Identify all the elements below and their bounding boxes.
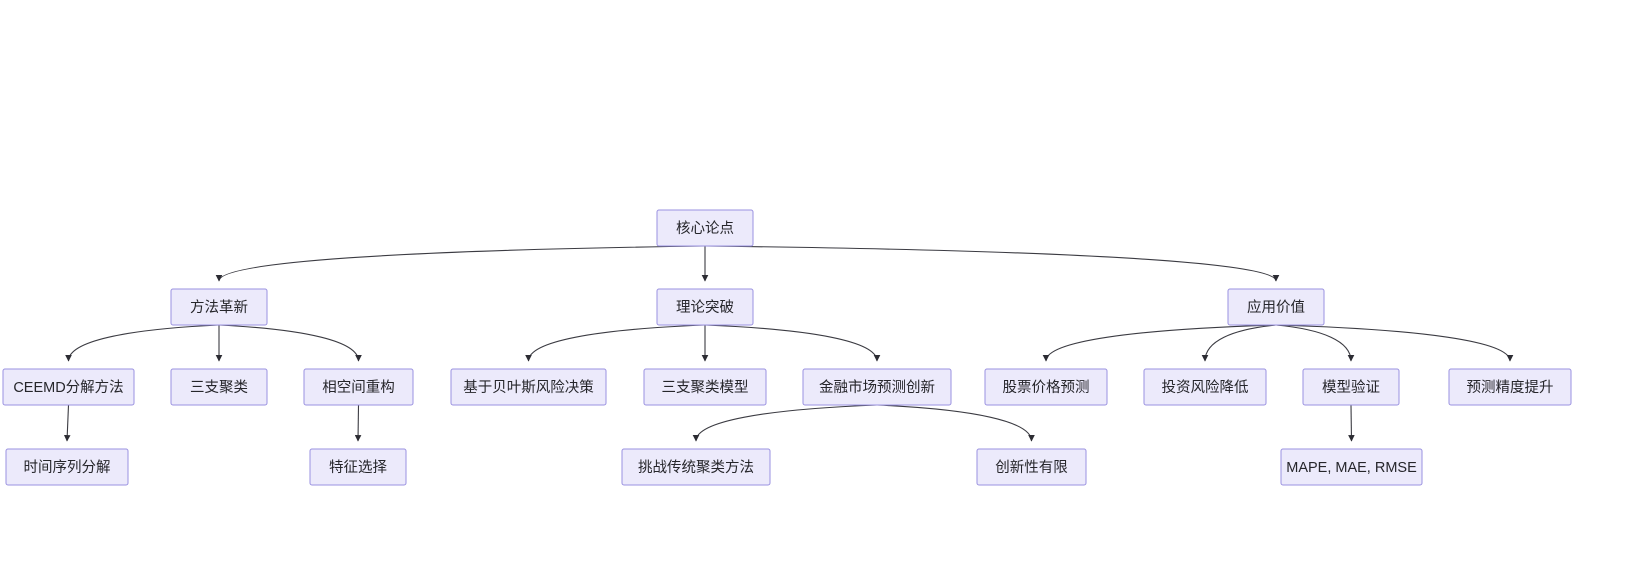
node-box[interactable] <box>656 209 754 247</box>
node-l4-limited[interactable]: 创新性有限 <box>976 448 1087 486</box>
edge-root-to-l2_method <box>215 245 706 282</box>
node-box[interactable] <box>1448 368 1572 406</box>
node-l3-stock[interactable]: 股票价格预测 <box>984 368 1108 406</box>
node-l2-value[interactable]: 应用价值 <box>1227 288 1325 326</box>
node-l3-ceemd[interactable]: CEEMD分解方法 <box>2 368 135 406</box>
edge-root-to-l2_value <box>704 245 1280 282</box>
node-label: 金融市场预测创新 <box>819 379 935 396</box>
node-l4-feature[interactable]: 特征选择 <box>309 448 407 486</box>
edge-l3_validation-to-l4_metrics <box>1348 404 1355 442</box>
node-label: 核心论点 <box>676 220 734 237</box>
node-l4-metrics[interactable]: MAPE, MAE, RMSE <box>1280 448 1423 486</box>
node-label: 方法革新 <box>190 299 248 316</box>
node-box[interactable] <box>643 368 767 406</box>
node-box[interactable] <box>170 288 268 326</box>
edge-l2_value-to-l3_validation <box>1275 324 1355 362</box>
node-l4-ts-decomp[interactable]: 时间序列分解 <box>5 448 129 486</box>
node-l3-three-branch-model[interactable]: 三支聚类模型 <box>643 368 767 406</box>
node-label: 基于贝叶斯风险决策 <box>463 379 594 396</box>
edge-l2_value-to-l3_stock <box>1042 324 1277 362</box>
node-box[interactable] <box>984 368 1108 406</box>
node-box[interactable] <box>5 448 129 486</box>
node-box[interactable] <box>802 368 952 406</box>
node-l3-bayes[interactable]: 基于贝叶斯风险决策 <box>450 368 607 406</box>
node-l3-accuracy[interactable]: 预测精度提升 <box>1448 368 1572 406</box>
node-label: CEEMD分解方法 <box>13 379 123 396</box>
node-label: 相空间重构 <box>322 379 395 396</box>
node-box[interactable] <box>656 288 754 326</box>
edge-l2_theory-to-l3_bayes <box>525 324 706 362</box>
edges-layer <box>63 245 1514 442</box>
node-l3-three-branch[interactable]: 三支聚类 <box>170 368 268 406</box>
node-label: 三支聚类 <box>190 379 248 396</box>
node-label: 应用价值 <box>1247 298 1305 316</box>
edge-l3_ceemd-to-l4_ts_decomp <box>63 404 71 442</box>
node-label: 三支聚类模型 <box>662 379 749 396</box>
node-box[interactable] <box>1227 288 1325 326</box>
node-label: 创新性有限 <box>995 459 1068 476</box>
node-label: MAPE, MAE, RMSE <box>1286 460 1417 476</box>
node-box[interactable] <box>450 368 607 406</box>
node-box[interactable] <box>170 368 268 406</box>
edge-l2_value-to-l3_accuracy <box>1275 324 1514 362</box>
node-box[interactable] <box>1143 368 1267 406</box>
node-l2-method[interactable]: 方法革新 <box>170 288 268 326</box>
edge-l2_theory-to-l3_finance <box>704 324 881 362</box>
node-l4-challenge[interactable]: 挑战传统聚类方法 <box>621 448 771 486</box>
node-label: 预测精度提升 <box>1467 379 1554 396</box>
node-box[interactable] <box>1302 368 1400 406</box>
node-l3-finance[interactable]: 金融市场预测创新 <box>802 368 952 406</box>
node-l2-theory[interactable]: 理论突破 <box>656 288 754 326</box>
edge-l2_value-to-l3_risk <box>1201 324 1277 362</box>
node-root[interactable]: 核心论点 <box>656 209 754 247</box>
edge-l3_finance-to-l4_challenge <box>692 404 878 442</box>
node-l3-validation[interactable]: 模型验证 <box>1302 368 1400 406</box>
node-label: 股票价格预测 <box>1003 379 1090 396</box>
edge-l2_method-to-l3_phase_space <box>218 324 362 362</box>
edge-l2_method-to-l3_ceemd <box>65 324 220 362</box>
node-label: 特征选择 <box>329 459 387 476</box>
node-box[interactable] <box>303 368 414 406</box>
node-label: 理论突破 <box>676 299 734 316</box>
node-label: 投资风险降低 <box>1162 379 1249 396</box>
node-l3-risk[interactable]: 投资风险降低 <box>1143 368 1267 406</box>
node-label: 挑战传统聚类方法 <box>638 459 754 476</box>
node-box[interactable] <box>621 448 771 486</box>
node-label: 时间序列分解 <box>24 459 111 476</box>
node-box[interactable] <box>1280 448 1423 486</box>
node-box[interactable] <box>2 368 135 406</box>
edge-l3_phase_space-to-l4_feature <box>354 404 362 442</box>
edge-l3_finance-to-l4_limited <box>876 404 1035 442</box>
node-box[interactable] <box>976 448 1087 486</box>
node-label: 模型验证 <box>1322 379 1380 396</box>
node-box[interactable] <box>309 448 407 486</box>
node-l3-phase-space[interactable]: 相空间重构 <box>303 368 414 406</box>
